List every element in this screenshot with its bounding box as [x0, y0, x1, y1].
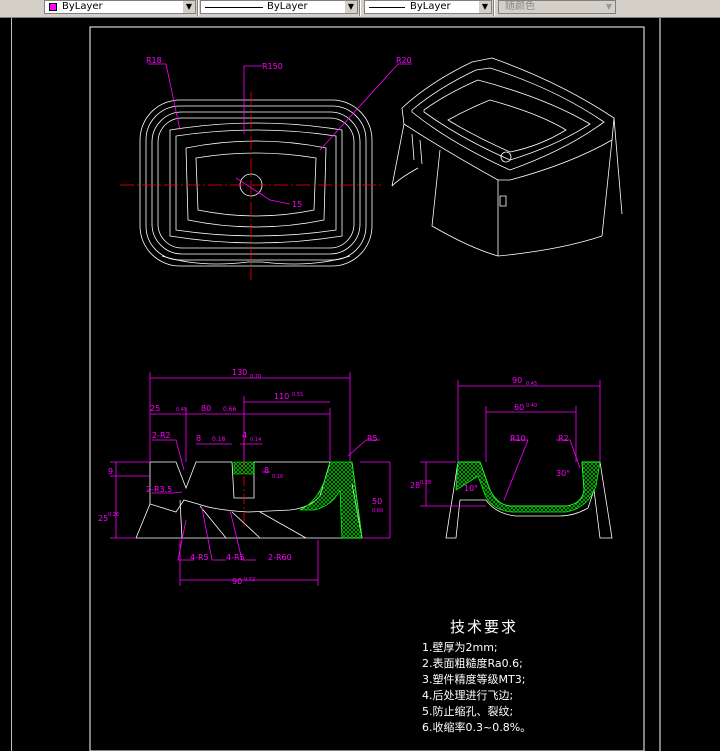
dim-r5b: 4-R5	[190, 553, 209, 562]
dim-a25: 25	[150, 404, 160, 413]
drawing-border	[89, 26, 645, 751]
side-inner-width: 60	[514, 403, 524, 412]
outer-rim-contour	[139, 99, 373, 267]
top-view-centerlines	[120, 92, 384, 280]
front-ribs	[179, 499, 307, 539]
side-top-width: 90	[512, 376, 522, 385]
iso-rim-inner	[411, 67, 605, 171]
left-scroll-strip	[0, 18, 12, 751]
toolbar-separator	[197, 0, 199, 16]
foot-edge	[161, 255, 351, 265]
linetype-control-dropdown[interactable]: ByLayer ▼	[200, 0, 358, 14]
dim-a4: 4	[242, 431, 247, 440]
side-angle-10: 10°	[464, 484, 478, 493]
inner-contour-2	[175, 129, 337, 237]
side-r10: R10	[510, 434, 526, 443]
plotstyle-control-label: 随颜色	[505, 1, 535, 12]
inner-contour-3	[185, 140, 327, 228]
front-section: 130 0.70 25 0.45 80 0.66 110 0.55 2-R2 8…	[98, 368, 391, 586]
inner-contour-1	[169, 122, 343, 244]
chevron-down-icon[interactable]: ▼	[345, 1, 357, 13]
notes-title: 技术要求	[450, 618, 518, 636]
note-item-2: 2.表面粗糙度Ra0.6;	[422, 656, 523, 670]
hole-label: 15	[292, 200, 302, 209]
iso-side-edges	[391, 117, 623, 215]
dim-bottom-width-tol: 0.72	[244, 577, 255, 583]
dim-overall-width-tol: 0.70	[250, 374, 261, 380]
top-view-leaders	[148, 63, 412, 205]
side-h28: 28	[410, 481, 420, 490]
side-inner-width-tol: 0.40	[526, 403, 537, 409]
dim-h50: 50	[372, 497, 382, 506]
side-r2: R2	[558, 434, 569, 443]
dim-a110-tol: 0.55	[292, 392, 303, 398]
iso-hole	[500, 151, 512, 163]
iso-cavity	[423, 79, 591, 161]
toolbar-separator	[359, 0, 361, 16]
dim-overall-width: 130	[232, 368, 247, 377]
dim-h8-tol: 0.16	[272, 474, 283, 480]
linetype-control-label: ByLayer	[267, 1, 308, 12]
isometric-view	[391, 57, 623, 257]
top-view	[139, 99, 373, 267]
front-top-profile	[149, 461, 331, 513]
toolbar-separator	[493, 0, 495, 16]
dim-a4-tol: 0.14	[250, 437, 261, 443]
dim-h25-tol: 0.26	[108, 512, 119, 518]
r20-label: R20	[396, 56, 412, 65]
linetype-preview	[205, 7, 263, 8]
rim-contour-3	[151, 111, 361, 255]
technical-notes: 技术要求 1.壁厚为2mm; 2.表面粗糙度Ra0.6; 3.塑件精度等级MT3…	[422, 618, 531, 734]
rim-contour-2	[145, 105, 367, 261]
dim-r60: 2-R60	[268, 553, 292, 562]
lineweight-control-dropdown[interactable]: ByLayer ▼	[364, 0, 492, 14]
note-item-5: 5.防止缩孔、裂纹;	[422, 704, 513, 718]
plotstyle-control-dropdown[interactable]: 随颜色 ▼	[498, 0, 616, 14]
note-item-3: 3.塑件精度等级MT3;	[422, 672, 525, 686]
lineweight-control-label: ByLayer	[410, 1, 451, 12]
dim-r5: R5	[367, 434, 378, 443]
dim-a110: 110	[274, 392, 289, 401]
iso-cavity-floor	[447, 99, 567, 153]
side-top-width-tol: 0.45	[526, 381, 537, 387]
front-dim-lines	[110, 372, 391, 586]
drawing-canvas[interactable]: R18 R150 R20 15	[12, 18, 720, 751]
chevron-down-icon[interactable]: ▼	[183, 1, 195, 13]
dim-r5c: 4-R5	[226, 553, 245, 562]
r18-label: R18	[146, 56, 162, 65]
color-swatch	[49, 3, 57, 11]
side-h28-tol: 0.28	[420, 480, 431, 486]
dim-h25: 25	[98, 514, 108, 523]
dim-r35: 2-R3.5	[146, 485, 172, 494]
dim-a8: 8	[196, 434, 201, 443]
inner-contour-4	[195, 152, 317, 217]
r150-label: R150	[262, 62, 283, 71]
dim-bottom-width: 90	[232, 577, 242, 586]
dim-a8-tol: 0.18	[212, 436, 226, 443]
rim-contour-4	[157, 117, 355, 249]
dim-h9: 9	[108, 467, 113, 476]
dim-a80: 80	[201, 404, 211, 413]
side-section: 90 0.45 60 0.40 R10 R2 28 0.28 10° 30°	[410, 376, 613, 539]
properties-toolbar: ByLayer ▼ ByLayer ▼ ByLayer ▼ 随颜色 ▼	[0, 0, 720, 18]
dim-h50-tol: 0.60	[372, 508, 383, 514]
color-control-label: ByLayer	[62, 1, 103, 12]
dim-h8: 8	[264, 466, 269, 475]
lineweight-preview	[369, 7, 405, 8]
front-hatch-right	[299, 461, 363, 539]
iso-foot	[431, 149, 603, 257]
side-dim-lines	[420, 380, 601, 507]
color-control-dropdown[interactable]: ByLayer ▼	[44, 0, 196, 14]
iso-details	[411, 133, 507, 207]
iso-edges	[391, 139, 613, 256]
note-item-6: 6.收缩率0.3~0.8%。	[422, 720, 531, 734]
chevron-down-icon[interactable]: ▼	[479, 1, 491, 13]
dim-a25-tol: 0.45	[176, 407, 187, 413]
chevron-down-icon[interactable]: ▼	[603, 1, 615, 13]
side-angle-30: 30°	[556, 469, 570, 478]
dim-r2: 2-R2	[152, 431, 171, 440]
dim-a80-tol: 0.66	[223, 406, 237, 413]
note-item-1: 1.壁厚为2mm;	[422, 640, 498, 654]
note-item-4: 4.后处理进行飞边;	[422, 689, 513, 702]
